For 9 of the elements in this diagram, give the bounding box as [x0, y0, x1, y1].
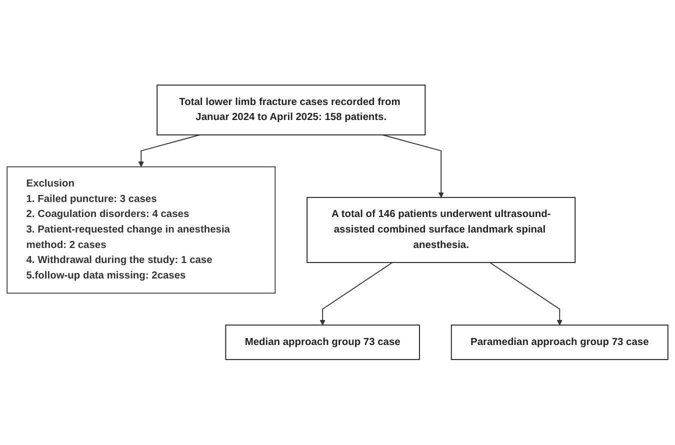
arrow — [320, 262, 393, 326]
arrow — [489, 262, 562, 326]
node-box: A total of 146 patients underwent ultrasound-assisted combined surface landmark spinal anesthesia. — [306, 197, 576, 264]
arrow — [382, 134, 444, 198]
node-box: Exclusion 1. Failed puncture: 3 cases 2. Coagulation disorders: 4 cases 3. Patient-requested change in anesthesia method: 2 cases 4. Withdrawal during the study: 1 case 5.follow-up data missing: 2cases — [6, 166, 276, 294]
node-box: Total lower limb fracture cases recorded from Januar 2024 to April 2025: 158 patients. — [156, 84, 426, 136]
node-box: Paramedian approach group 73 case — [450, 324, 668, 360]
arrow — [138, 134, 200, 168]
node-box: Median approach group 73 case — [225, 324, 420, 360]
